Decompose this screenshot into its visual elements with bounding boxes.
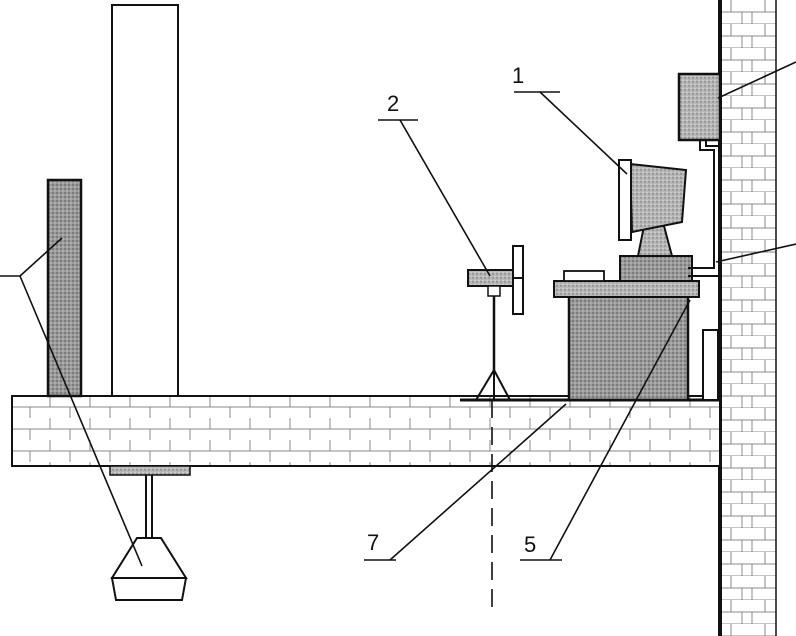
tripod-light bbox=[467, 245, 524, 401]
cabinet bbox=[553, 270, 700, 402]
wall-box bbox=[677, 72, 722, 277]
callout-5: 5 bbox=[524, 532, 536, 557]
floor-slab bbox=[11, 395, 721, 467]
wall-bracket bbox=[702, 329, 719, 401]
callout-7: 7 bbox=[367, 530, 379, 555]
leader-lines bbox=[0, 61, 796, 567]
callout-2: 2 bbox=[387, 91, 399, 116]
tall-column bbox=[111, 4, 179, 397]
pendant-lamp bbox=[109, 465, 191, 601]
projector-unit bbox=[618, 159, 693, 282]
shaded-post bbox=[46, 178, 83, 398]
callout-1: 1 bbox=[512, 63, 524, 88]
brick-wall bbox=[718, 0, 777, 636]
